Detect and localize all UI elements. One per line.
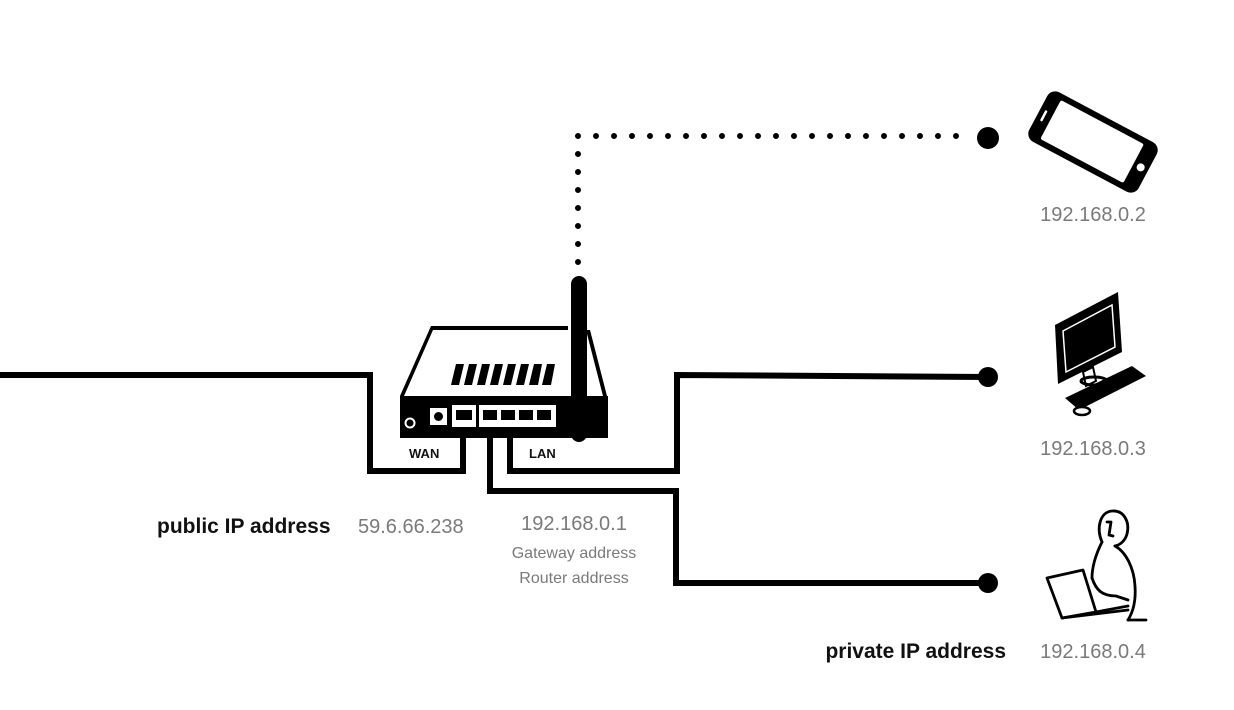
lan-cable-laptop bbox=[487, 420, 998, 593]
router-icon bbox=[400, 276, 608, 442]
antenna-icon bbox=[571, 276, 587, 442]
lan-label: LAN bbox=[529, 446, 556, 461]
person-with-laptop-icon bbox=[1045, 509, 1148, 622]
smartphone-icon bbox=[1028, 91, 1158, 193]
desktop-computer-icon bbox=[1055, 292, 1146, 417]
wan-label: WAN bbox=[409, 446, 439, 461]
lan-cable-desktop bbox=[507, 367, 998, 474]
private-ip-label: private IP address bbox=[825, 640, 1006, 663]
desktop-ip-address: 192.168.0.3 bbox=[1040, 438, 1146, 460]
public-ip-address: 59.6.66.238 bbox=[358, 516, 464, 538]
router-vents bbox=[451, 364, 555, 385]
power-button-icon bbox=[404, 417, 416, 429]
gateway-address-label: Gateway address bbox=[512, 545, 637, 562]
wifi-link-phone bbox=[575, 127, 999, 265]
desktop-connection-dot bbox=[978, 367, 998, 387]
laptop-ip-address: 192.168.0.4 bbox=[1040, 641, 1146, 663]
phone-connection-dot bbox=[977, 127, 999, 149]
laptop-connection-dot bbox=[978, 573, 998, 593]
lan-ip-address: 192.168.0.1 bbox=[521, 513, 627, 535]
public-ip-label: public IP address bbox=[157, 515, 331, 538]
router-address-label: Router address bbox=[519, 570, 628, 587]
wan-cable bbox=[0, 372, 466, 474]
phone-ip-address: 192.168.0.2 bbox=[1040, 204, 1146, 226]
lan-ports bbox=[479, 405, 556, 427]
